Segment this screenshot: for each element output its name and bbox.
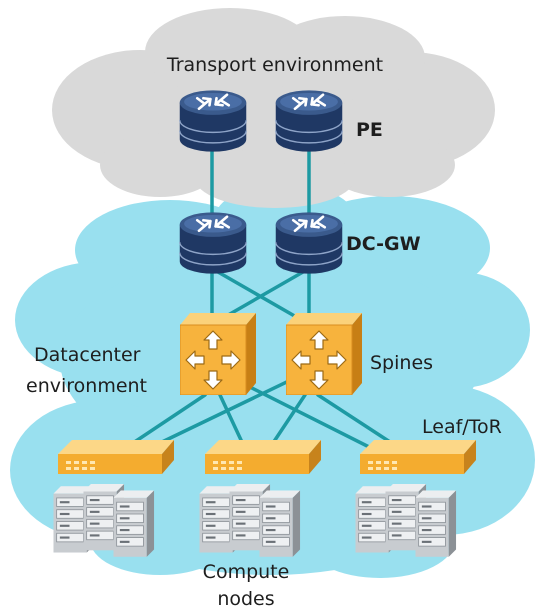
router-icon bbox=[274, 89, 344, 153]
datacenter-label-line2: environment bbox=[26, 375, 147, 397]
datacenter-label-line1: Datacenter bbox=[34, 344, 141, 366]
server-stack-icon bbox=[355, 484, 456, 557]
router-icon bbox=[178, 89, 248, 153]
server-stack-icon bbox=[199, 484, 300, 557]
transport-environment-label: Transport environment bbox=[166, 54, 383, 76]
compute-nodes-label-line1: Compute bbox=[203, 561, 290, 583]
pe-label: PE bbox=[356, 119, 383, 141]
leaf-switch-icon bbox=[58, 440, 174, 474]
dc-gw-label: DC-GW bbox=[346, 233, 421, 255]
spines-label: Spines bbox=[370, 352, 433, 374]
spine-switch-icon bbox=[286, 313, 362, 395]
leaf-switch-icon bbox=[360, 440, 476, 474]
router-icon bbox=[178, 211, 248, 275]
router-icon bbox=[274, 211, 344, 275]
transport-cloud bbox=[52, 8, 495, 208]
server-stack-icon bbox=[53, 484, 154, 557]
compute-nodes-label-line2: nodes bbox=[217, 588, 274, 610]
spine-switch-icon bbox=[180, 313, 256, 395]
leaf-switch-icon bbox=[205, 440, 321, 474]
leaf-tor-label: Leaf/ToR bbox=[422, 416, 502, 438]
link-spine1-leaf3 bbox=[230, 376, 387, 457]
